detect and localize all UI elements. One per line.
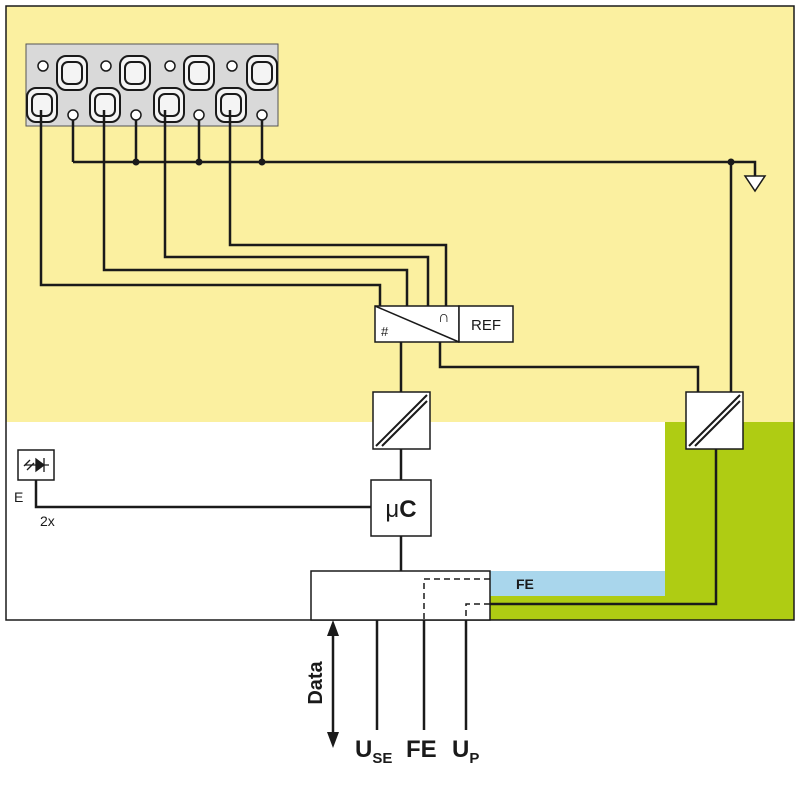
ref-label: REF <box>471 317 501 334</box>
fe-band-label: FE <box>516 576 534 592</box>
terminal-block <box>25 43 279 127</box>
led-e-label: E <box>14 489 23 505</box>
up-label: UP <box>452 736 479 767</box>
ref-block: REF <box>458 305 514 343</box>
adc-hash-label: # <box>381 324 389 339</box>
fe-bottom-label: FE <box>406 736 437 763</box>
bus-connector <box>310 570 491 621</box>
wiring <box>34 110 757 606</box>
data-arrow-up-icon <box>327 620 339 636</box>
bus-lines <box>331 620 468 736</box>
led-diode-icon <box>17 449 55 481</box>
led-count-label: 2x <box>40 513 55 529</box>
supply-zone <box>490 422 794 620</box>
adc-cap-label: ∩ <box>438 309 450 326</box>
data-arrow-down-icon <box>327 732 339 748</box>
data-label: Data <box>305 660 327 704</box>
fe-zone <box>490 571 665 596</box>
microcontroller-block: μC <box>370 479 432 537</box>
galvanic-isolator-icon <box>372 391 431 450</box>
junction-dots <box>132 158 735 166</box>
ground-icon <box>743 175 767 193</box>
adc-block: # ∩ <box>374 305 460 343</box>
uc-label: μC <box>385 496 416 523</box>
galvanic-isolator-icon <box>685 391 744 450</box>
use-label: USE <box>355 736 392 767</box>
